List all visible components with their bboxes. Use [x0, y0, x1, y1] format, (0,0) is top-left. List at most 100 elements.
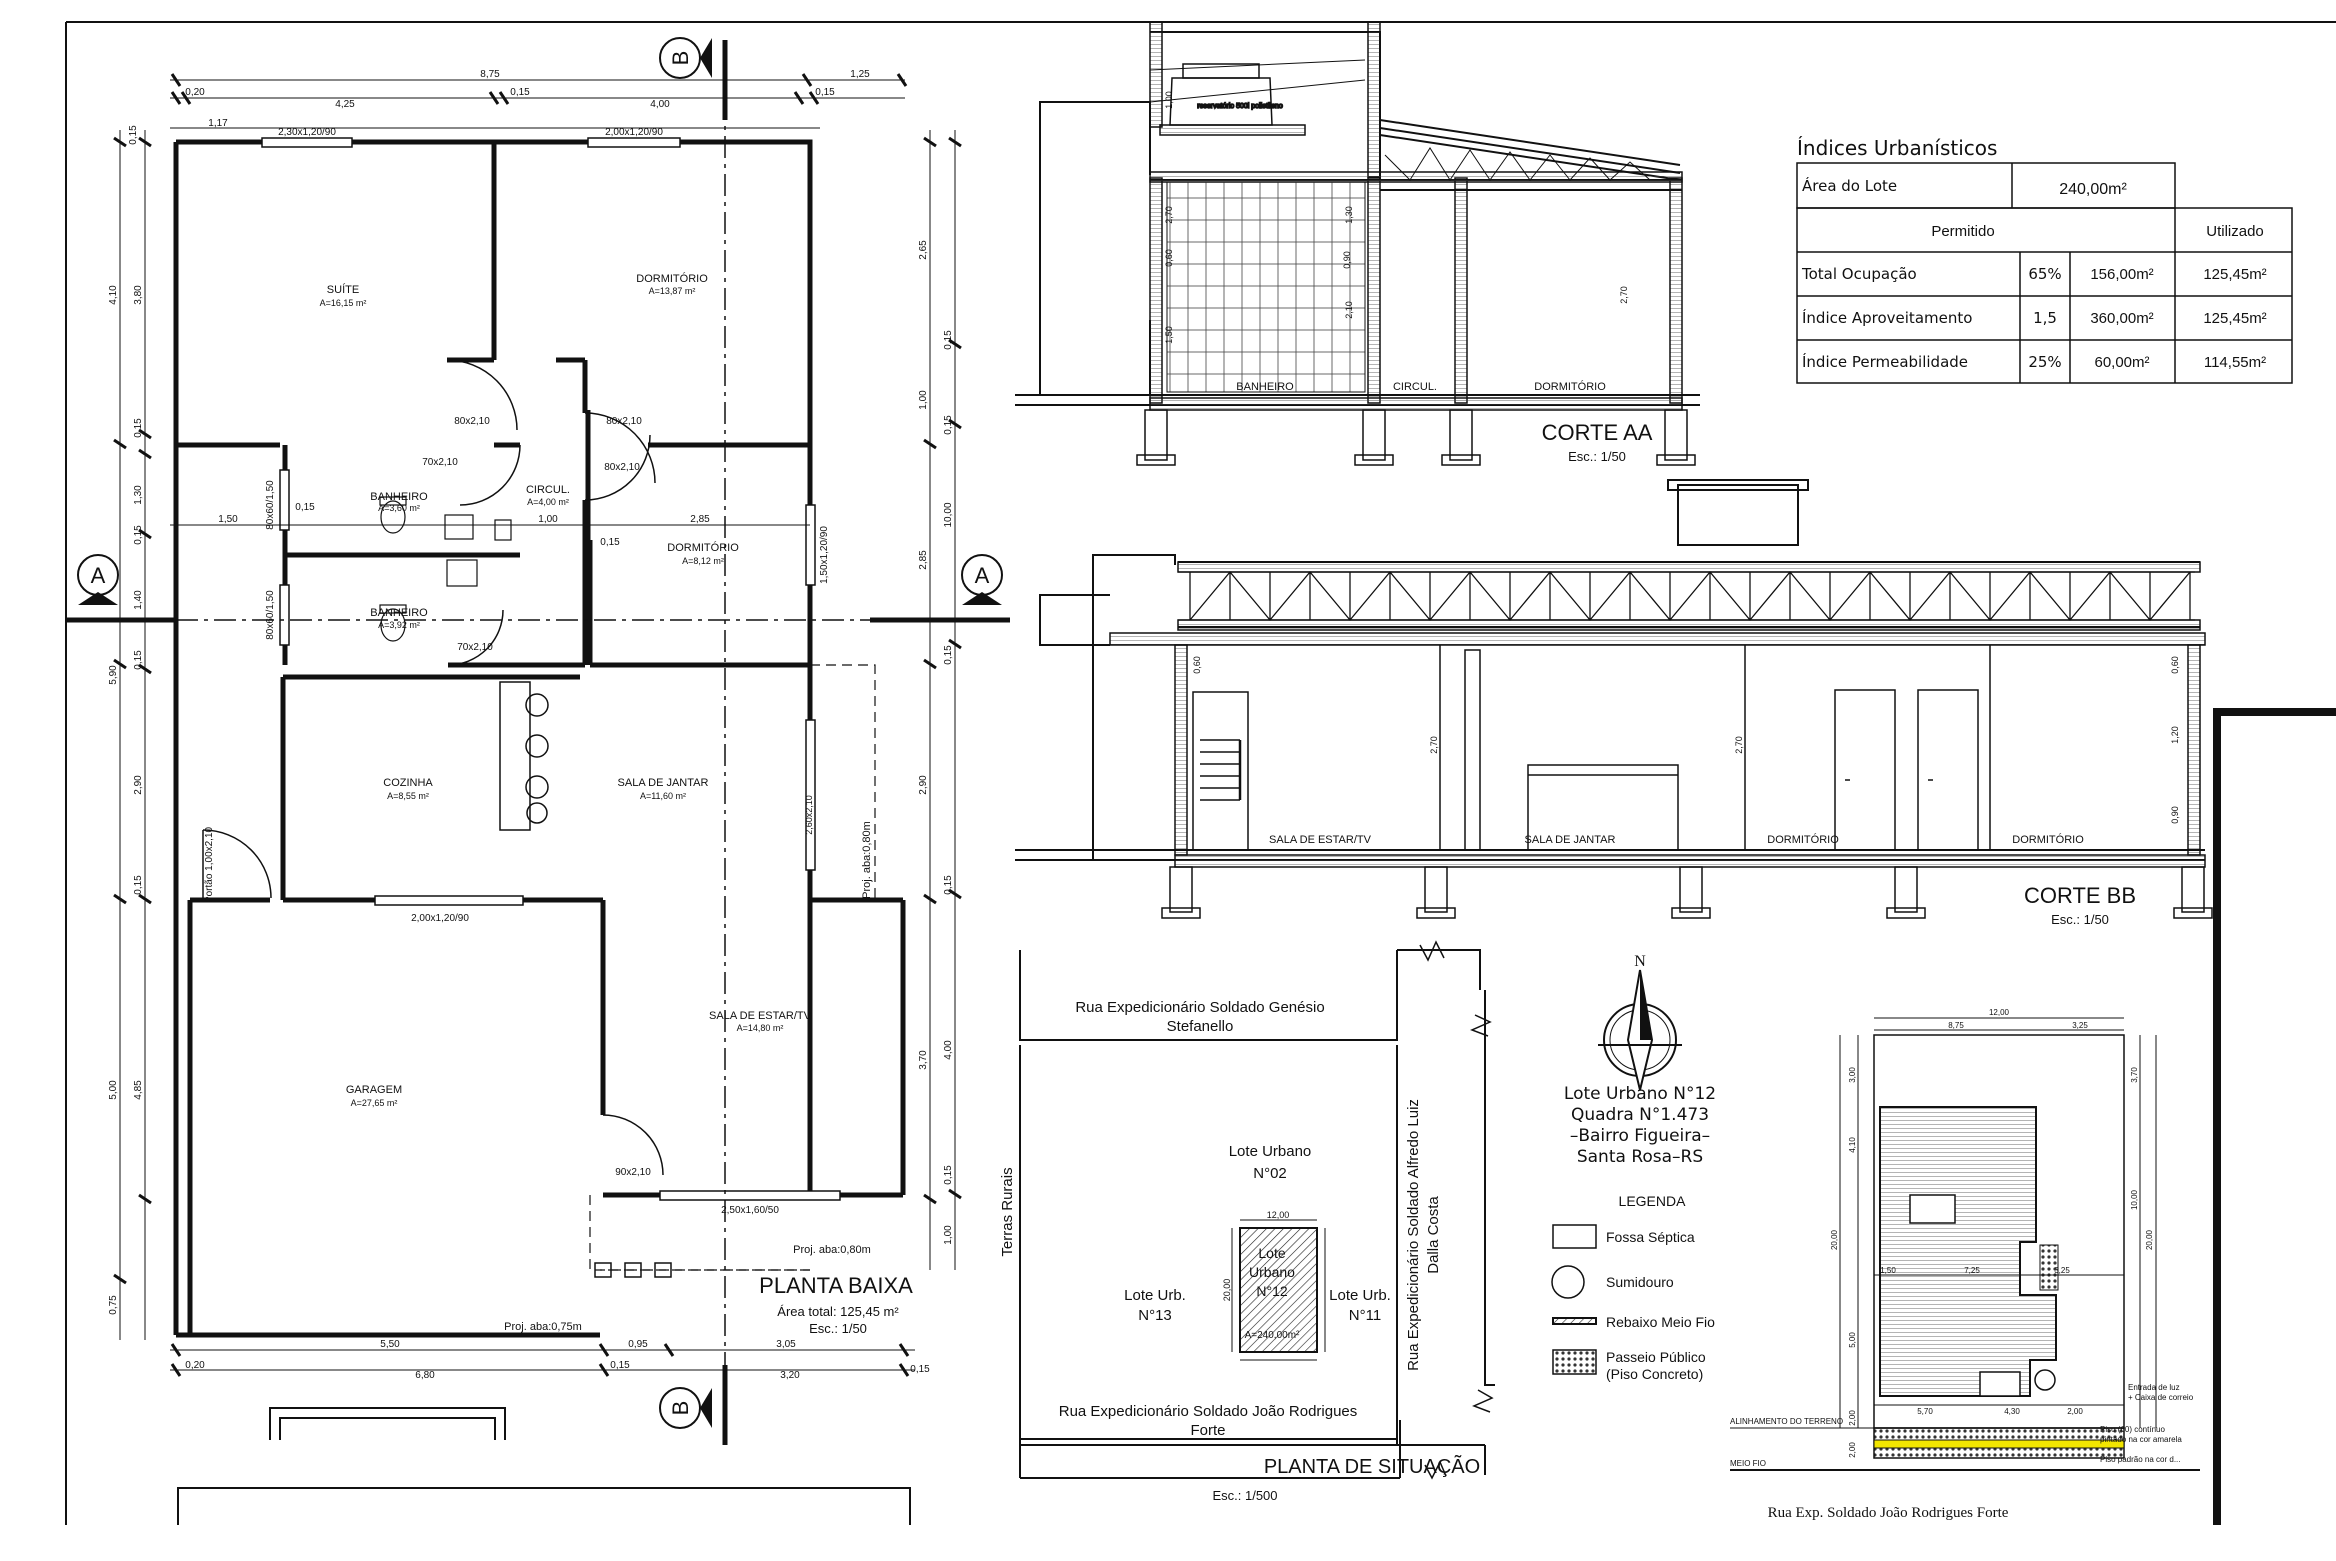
dim-text: 20,00 — [1830, 1229, 1839, 1250]
rebaixo-meio-fio-symbol — [1552, 1317, 1597, 1325]
site-plan-building — [1879, 1106, 2059, 1397]
section-label: A — [91, 563, 106, 588]
sheet-border — [65, 21, 2336, 1525]
section-room: DORMITÓRIO — [2012, 833, 2084, 846]
lote-12-line1: Lote — [1258, 1245, 1285, 1261]
section-room: SALA DE ESTAR/TV — [1269, 834, 1372, 846]
corte-aa-walls — [1149, 21, 1683, 411]
room-name: GARAGEM — [346, 1084, 402, 1096]
corte-aa-dims: 1,00 2,70 1,50 0,60 2,10 1,30 2,70 0,90 — [1164, 91, 1629, 344]
dim-text: 0,15 — [943, 330, 954, 350]
corte-aa-title-block: CORTE AA Esc.: 1/50 — [1542, 420, 1653, 464]
dim-text: 2,00 — [1848, 1442, 1857, 1458]
dim-text: 4,25 — [335, 99, 355, 110]
dim-text: 3,20 — [780, 1370, 800, 1381]
dim-text: 1,25 — [850, 69, 870, 80]
lote-13-line1: Lote Urb. — [1124, 1287, 1186, 1304]
site-plan-street: Rua Exp. Soldado João Rodrigues Forte — [1768, 1505, 2009, 1521]
dim-text: 0,15 — [815, 87, 835, 98]
section-title: CORTE AA — [1542, 420, 1653, 445]
row-label: Total Ocupação — [1801, 265, 1917, 283]
opening-label: 2,00x1,20/90 — [411, 913, 469, 924]
corte-bb-room-labels: SALA DE ESTAR/TV SALA DE JANTAR DORMITÓR… — [1269, 833, 2084, 846]
street-right-line1: Rua Expedicionário Soldado Alfredo Luiz — [1405, 1099, 1422, 1371]
opening-label: 80x60/1,50 — [265, 480, 276, 530]
dim-text: 6,80 — [415, 1370, 435, 1381]
dim-text: 1,50 — [1880, 1266, 1896, 1275]
terras-rurais: Terras Rurais — [999, 1167, 1016, 1256]
note-alinhamento: ALINHAMENTO DO TERRENO — [1730, 1417, 1843, 1426]
dim-text: 0,15 — [295, 502, 315, 513]
note-caixa-correio: + Caixa de correio — [2128, 1393, 2194, 1402]
lot-info-line3: –Bairro Figueira– — [1570, 1126, 1710, 1146]
row-utilizado: 125,45m² — [2203, 310, 2266, 327]
opening-label: 80x2,10 — [604, 462, 640, 473]
dim-text: 1,30 — [133, 485, 144, 505]
note-piso-padrao: Piso padrão na cor d... — [2100, 1455, 2181, 1464]
dim-text: 1,40 — [133, 590, 144, 610]
plan-room-labels: SUÍTE A=16,15 m² DORMITÓRIO A=13,87 m² B… — [320, 272, 812, 1108]
dim-text: 8,75 — [1948, 1021, 1964, 1030]
dim-text: 0,95 — [628, 1339, 648, 1350]
lot-info: Lote Urbano N°12 Quadra N°1.473 –Bairro … — [1564, 1084, 1716, 1167]
section-room: SALA DE JANTAR — [1525, 834, 1616, 846]
dim-text: 2,65 — [918, 240, 929, 260]
dim-text: 1,50 — [1164, 326, 1174, 344]
corte-aa-water-tank: reservatório 500l polietileno — [1169, 63, 1284, 126]
dim-text: 1,50 — [218, 514, 238, 525]
dim-text: 12,00 — [1989, 1008, 2010, 1017]
dim-text: 0,60 — [1164, 249, 1174, 267]
legend-item: Rebaixo Meio Fio — [1606, 1314, 1715, 1330]
dim-text: 2,85 — [918, 550, 929, 570]
dim-text: 12,00 — [1267, 1210, 1290, 1220]
plan-bottom-partial-elevation — [177, 1407, 911, 1525]
room-name: COZINHA — [383, 777, 433, 789]
dim-text: 0,15 — [133, 875, 144, 895]
legend-title: LEGENDA — [1619, 1193, 1687, 1209]
corte-aa-footings — [1136, 409, 1696, 466]
plan-section-bars — [65, 40, 1010, 1445]
lote-11-line2: N°11 — [1349, 1307, 1381, 1324]
dim-text: 4,85 — [133, 1080, 144, 1100]
room-area: A=14,80 m² — [737, 1023, 784, 1033]
dim-text: 5,90 — [108, 665, 119, 685]
water-tank-label: reservatório 500l polietileno — [1197, 103, 1283, 110]
lote-02-line1: Lote Urbano — [1229, 1143, 1312, 1160]
dim-text: 0,15 — [910, 1364, 930, 1375]
dim-text: 2,70 — [1429, 736, 1439, 754]
note-entrada-luz: Entrada de luz — [2128, 1383, 2180, 1392]
dim-text: 5,00 — [108, 1080, 119, 1100]
dim-text: 3,70 — [2130, 1067, 2139, 1083]
lote-13-line2: N°13 — [1138, 1307, 1172, 1324]
situacao-breaks — [1419, 940, 1494, 1480]
row-pct: 1,5 — [2033, 309, 2057, 327]
dim-text: 0,90 — [1342, 251, 1352, 269]
legend-item: (Piso Concreto) — [1606, 1366, 1703, 1382]
section-title: CORTE BB — [2024, 883, 2136, 908]
dim-text: 20,00 — [1222, 1279, 1232, 1302]
plan-projection-lines — [589, 664, 876, 1271]
section-room: DORMITÓRIO — [1767, 833, 1839, 846]
dim-text: 1,00 — [943, 1225, 954, 1245]
projection-label: Proj. aba:0,75m — [504, 1321, 582, 1333]
section-label: B — [668, 51, 693, 66]
row-pct: 65% — [2028, 265, 2061, 283]
room-name: CIRCUL. — [526, 484, 570, 496]
situacao-scale: Esc.: 1/500 — [1212, 1488, 1277, 1503]
room-name: BANHEIRO — [370, 607, 428, 619]
situacao-labels: Rua Expedicionário Soldado Genésio Stefa… — [999, 999, 1480, 1503]
section-marker-b-top: B — [659, 37, 712, 79]
note-piso-amarelo: pintado na cor amarela — [2100, 1435, 2182, 1444]
plan-dim-texts-left: 0,15 4,10 3,80 0,15 1,30 0,15 1,40 0,15 … — [108, 125, 144, 1315]
lote-12-area: A=240,00m² — [1245, 1330, 1300, 1341]
plan-projection-labels: Proj. aba:0,80m Proj. aba:0,80m Proj. ab… — [504, 821, 873, 1333]
street-top-line1: Rua Expedicionário Soldado Genésio — [1075, 999, 1324, 1016]
corte-bb-dims: 0,60 2,70 2,70 0,60 1,20 0,90 — [1192, 656, 2180, 824]
dim-text: 0,75 — [108, 1295, 119, 1315]
room-area: A=8,12 m² — [682, 556, 724, 566]
plan-walls — [173, 139, 906, 1338]
room-area: A=8,55 m² — [387, 791, 429, 801]
room-name: SUÍTE — [327, 283, 359, 296]
dim-text: 2,70 — [1164, 206, 1174, 224]
dim-text: 5,50 — [380, 1339, 400, 1350]
